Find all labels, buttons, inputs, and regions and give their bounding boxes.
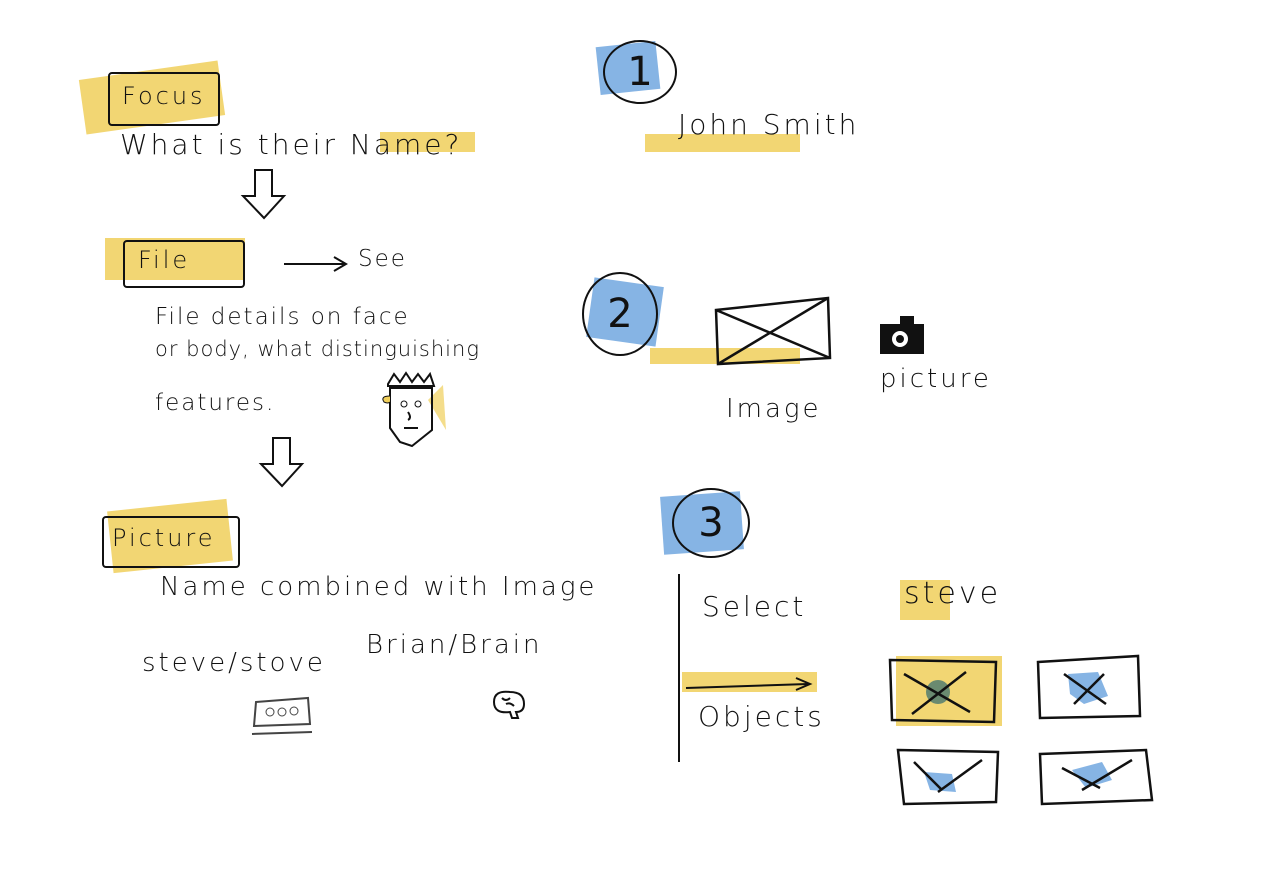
step-3-badge: 3 (672, 488, 750, 558)
picture-description: Name combined with Image (160, 572, 598, 602)
image-placeholder-icon (714, 296, 832, 366)
name-example: John Smith (678, 108, 860, 141)
focus-label: Focus (122, 82, 206, 110)
brain-sketch-icon (492, 690, 526, 719)
file-label: File (138, 246, 191, 274)
file-details-line-3: features. (155, 390, 276, 416)
face-sketch-icon (382, 371, 446, 448)
file-highlight (105, 238, 245, 280)
down-arrow-icon (240, 169, 287, 220)
object-option-1[interactable] (886, 656, 1002, 726)
down-arrow-icon-2 (258, 437, 305, 488)
image-highlight (650, 348, 800, 364)
select-value: steve (904, 576, 1002, 611)
right-arrow-icon (284, 256, 348, 272)
object-option-4[interactable] (1036, 744, 1154, 806)
object-1-image-icon (888, 658, 998, 724)
image-label: Image (726, 394, 822, 424)
objects-arrow-icon (685, 677, 813, 691)
stove-sketch-icon (251, 696, 313, 735)
step-2-badge: 2 (582, 272, 658, 356)
example-steve-stove: steve/stove (142, 648, 326, 678)
john-highlight (645, 134, 800, 152)
steve-highlight (900, 580, 950, 620)
object-4-image-icon (1038, 748, 1154, 806)
object-3-image-icon (896, 748, 1000, 806)
picture-label: Picture (112, 524, 216, 552)
select-label: Select (702, 590, 807, 623)
picture-caption: picture (880, 364, 992, 394)
object-option-2[interactable] (1034, 654, 1144, 724)
file-box (123, 240, 245, 288)
vertical-divider (678, 574, 680, 762)
focus-question: What is their Name? (120, 128, 463, 161)
file-details-line-2: or body, what distinguishing (155, 337, 480, 361)
example-brian-brain: Brian/Brain (366, 630, 543, 660)
focus-box (108, 72, 220, 126)
name-highlight (380, 132, 475, 152)
see-text: See (358, 246, 407, 272)
object-option-3[interactable] (894, 744, 1002, 806)
object-2-image-icon (1036, 654, 1142, 720)
camera-icon (880, 316, 924, 354)
objects-label: Objects (698, 700, 825, 733)
picture-box (102, 516, 240, 568)
file-details-line-1: File details on face (155, 304, 410, 330)
step-1-badge: 1 (603, 40, 677, 104)
